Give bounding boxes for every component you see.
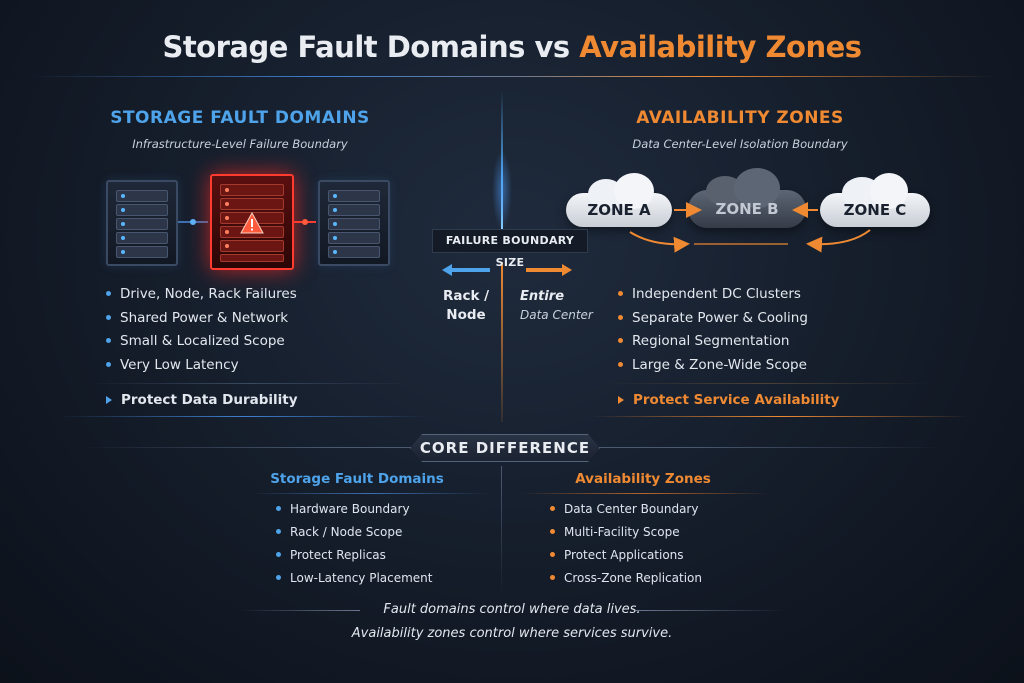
warning-icon (240, 212, 264, 234)
availability-zones-heading: AVAILABILITY ZONES (636, 108, 844, 128)
divider (600, 383, 930, 384)
divider (60, 416, 430, 417)
core-right-list: Data Center Boundary Multi-Facility Scop… (550, 502, 750, 592)
list-item: Multi-Facility Scope (550, 525, 680, 539)
connector-dot (190, 219, 196, 225)
list-item: Small & Localized Scope (106, 333, 285, 349)
arrow-right-icon (526, 264, 572, 276)
zone-arrows (629, 202, 871, 253)
core-right-heading: Availability Zones (575, 471, 711, 487)
availability-zones-subtitle: Data Center-Level Isolation Boundary (632, 137, 848, 151)
list-item: Data Center Boundary (550, 502, 698, 516)
list-item: Regional Segmentation (618, 333, 789, 349)
zone-a-label: ZONE A (587, 201, 651, 219)
fault-domains-list: Drive, Node, Rack Failures Shared Power … (106, 286, 406, 376)
center-glow (492, 150, 512, 230)
curved-arrow-icon (806, 229, 871, 253)
cloud-icon-zone-c: ZONE C (820, 173, 930, 227)
zone-c-label: ZONE C (843, 201, 907, 219)
list-item: Separate Power & Cooling (618, 310, 808, 326)
list-item: Large & Zone-Wide Scope (618, 357, 807, 373)
server-rack-icon (318, 180, 390, 266)
footer-line-1: Fault domains control where data lives. (383, 602, 641, 617)
list-item: Shared Power & Network (106, 310, 288, 326)
title-part-fault-domains: Storage Fault Domains (162, 30, 525, 64)
list-item: Low-Latency Placement (276, 571, 433, 585)
fault-domains-outcome: Protect Data Durability (106, 392, 298, 408)
title-divider (30, 76, 994, 77)
page-title: Storage Fault Domains vs Availability Zo… (0, 30, 1024, 64)
title-vs: vs (534, 30, 570, 64)
center-divider-bottom (501, 262, 503, 422)
core-center-divider (501, 466, 502, 596)
divider (520, 493, 770, 494)
fault-domains-subtitle: Infrastructure-Level Failure Boundary (132, 137, 348, 151)
list-item: Rack / Node Scope (276, 525, 402, 539)
list-item: Independent DC Clusters (618, 286, 801, 302)
list-item: Protect Replicas (276, 548, 386, 562)
divider (90, 383, 410, 384)
zone-b-label: ZONE B (715, 200, 779, 218)
rack-node-label: Rack / Node (442, 288, 490, 323)
core-left-heading: Storage Fault Domains (270, 471, 444, 487)
footer-line-2: Availability zones control where service… (351, 626, 673, 641)
availability-zones-outcome: Protect Service Availability (618, 392, 839, 408)
core-left-list: Hardware Boundary Rack / Node Scope Prot… (276, 502, 476, 592)
divider (240, 610, 360, 611)
divider (636, 610, 786, 611)
failed-connector-dot (302, 219, 308, 225)
cloud-icon-zone-b: ZONE B (688, 168, 806, 228)
list-item: Very Low Latency (106, 357, 239, 373)
core-difference-badge: CORE DIFFERENCE (410, 434, 600, 462)
boundary-size-arrows (442, 264, 572, 276)
divider (250, 493, 490, 494)
title-part-availability-zones: Availability Zones (579, 30, 862, 64)
server-rack-icon (106, 180, 178, 266)
entire-data-center-label: Entire Data Center (520, 289, 593, 322)
list-item: Protect Applications (550, 548, 684, 562)
failure-boundary-label: FAILURE BOUNDARY SIZE (432, 229, 588, 269)
divider (590, 416, 970, 417)
list-item: Drive, Node, Rack Failures (106, 286, 297, 302)
failed-server-rack-icon (210, 174, 294, 270)
list-item: Cross-Zone Replication (550, 571, 702, 585)
list-item: Hardware Boundary (276, 502, 410, 516)
cloud-icon-zone-a: ZONE A (566, 173, 672, 227)
fault-domains-heading: STORAGE FAULT DOMAINS (110, 108, 370, 128)
arrow-left-icon (442, 264, 490, 276)
curved-arrow-icon (629, 231, 690, 253)
availability-zones-list: Independent DC Clusters Separate Power &… (618, 286, 918, 376)
